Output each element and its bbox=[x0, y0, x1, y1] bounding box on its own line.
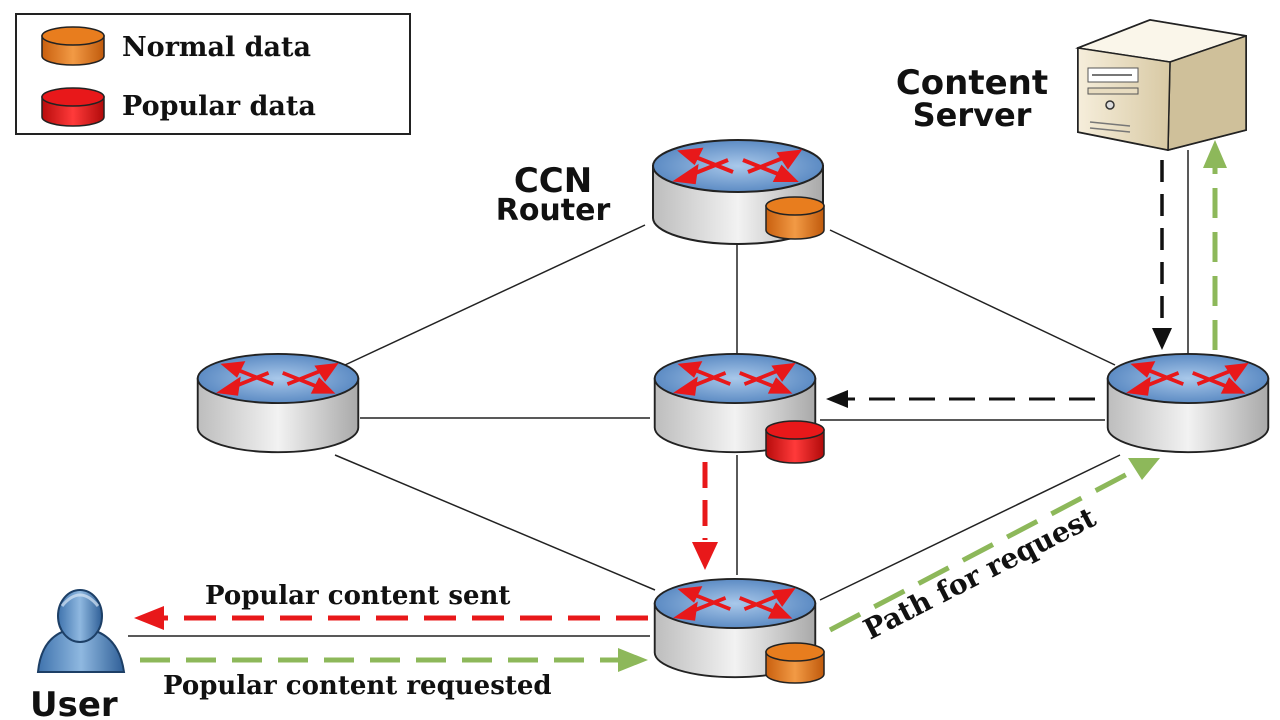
content-server-label-line2: Server bbox=[913, 96, 1032, 134]
link-bottom-right bbox=[819, 454, 1121, 601]
cylinder-icon bbox=[765, 196, 825, 240]
network-links bbox=[128, 150, 1189, 637]
router-right bbox=[1105, 351, 1271, 455]
legend: Normal data Popular data bbox=[15, 13, 411, 135]
cylinder-icon bbox=[765, 642, 825, 684]
legend-normal-label: Normal data bbox=[122, 32, 311, 63]
ccn-router-label-line1: CCN bbox=[514, 161, 592, 201]
popular-content-sent-label: Popular content sent bbox=[205, 581, 510, 611]
router-left bbox=[195, 351, 361, 455]
ccn-router-label-line2: Router bbox=[496, 193, 611, 228]
request-path bbox=[140, 140, 1227, 672]
popular-content-requested-label: Popular content requested bbox=[163, 671, 552, 701]
server-icon bbox=[1075, 18, 1247, 152]
router-icon bbox=[1105, 351, 1271, 455]
link-top-right bbox=[829, 229, 1116, 366]
user-icon bbox=[36, 589, 126, 673]
link-left-bottom bbox=[334, 454, 656, 591]
popular-content-path bbox=[134, 462, 718, 630]
link-top-left bbox=[344, 224, 646, 366]
router-icon bbox=[195, 351, 361, 455]
server-to-router-path bbox=[826, 160, 1172, 408]
legend-popular: Popular data bbox=[41, 87, 316, 127]
user-label: User bbox=[30, 685, 118, 720]
legend-normal: Normal data bbox=[41, 26, 311, 66]
cylinder-icon bbox=[41, 87, 105, 127]
legend-popular-label: Popular data bbox=[122, 91, 316, 122]
cylinder-icon bbox=[41, 26, 105, 66]
cylinder-icon bbox=[765, 420, 825, 464]
content-server-label-line1: Content bbox=[896, 63, 1048, 103]
